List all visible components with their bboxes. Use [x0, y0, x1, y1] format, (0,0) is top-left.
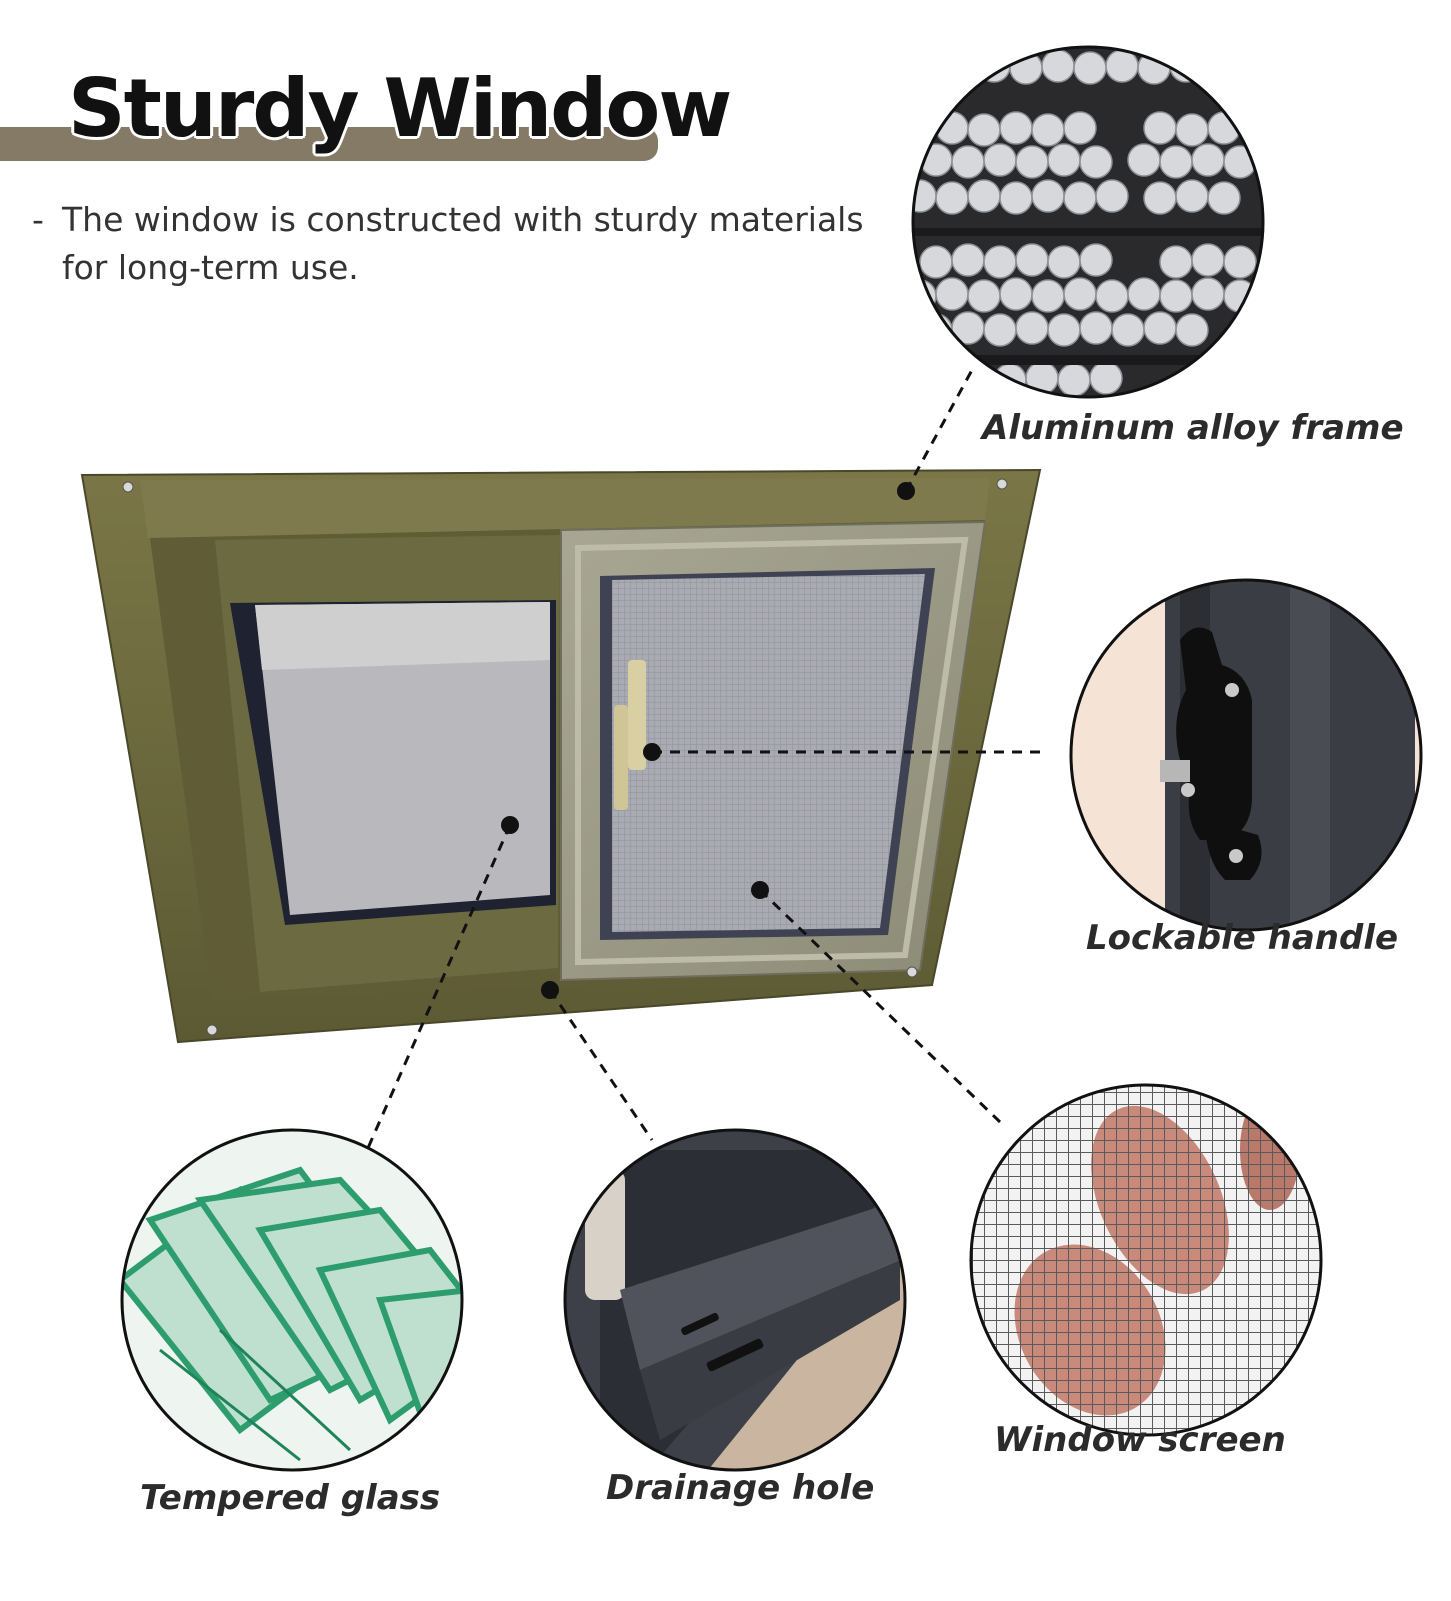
- connector-drainage: [548, 989, 654, 1141]
- callout-label-aluminum: Aluminum alloy frame: [982, 408, 1404, 448]
- drainage-detail-circle: [563, 1128, 907, 1472]
- aluminum-detail-circle: [911, 45, 1265, 399]
- page-title: Sturdy Window: [68, 62, 732, 155]
- description: - The window is constructed with sturdy …: [32, 196, 912, 292]
- connector-glass: [366, 824, 512, 1149]
- callout-label-drainage: Drainage hole: [606, 1468, 875, 1508]
- title-accent-bar: [0, 127, 658, 161]
- description-text: The window is constructed with sturdy ma…: [62, 200, 864, 287]
- screen-detail-circle: [969, 1083, 1323, 1437]
- glass-detail-circle: [120, 1128, 464, 1472]
- connector-dots: [501, 482, 915, 999]
- description-dash: -: [32, 200, 44, 239]
- connector-aluminum: [904, 369, 974, 492]
- window-product: [80, 468, 1042, 1044]
- connector-lines: [366, 369, 1040, 1149]
- callout-label-handle: Lockable handle: [1086, 918, 1399, 958]
- handle-detail-circle: [1069, 578, 1423, 932]
- connector-screen: [758, 888, 1002, 1124]
- callout-label-glass: Tempered glass: [140, 1478, 441, 1518]
- callout-label-screen: Window screen: [994, 1420, 1286, 1460]
